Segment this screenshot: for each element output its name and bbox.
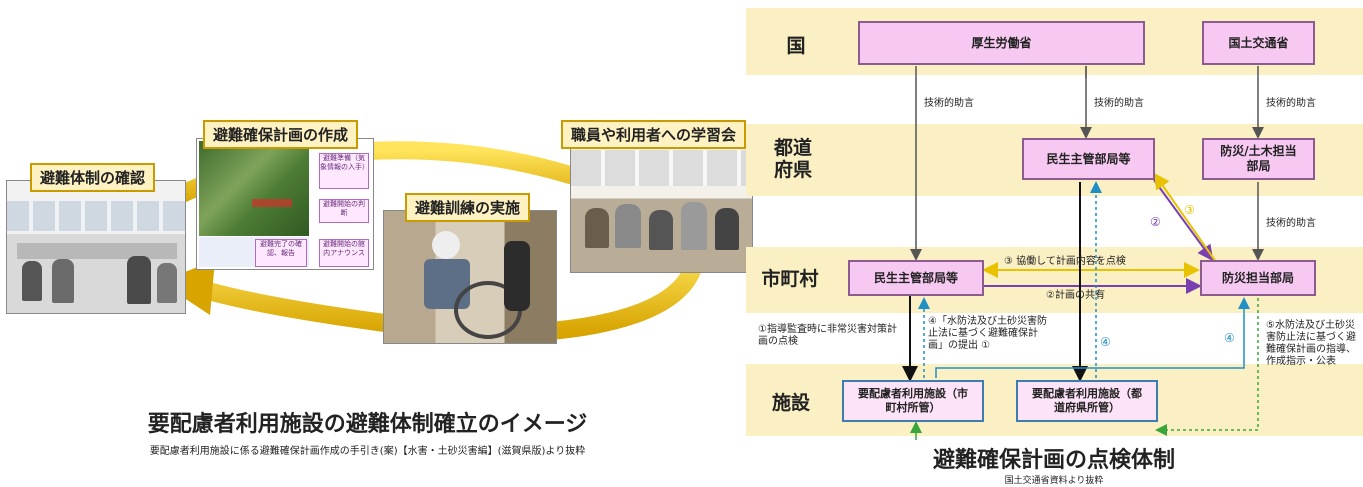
left-diagram: 避難体制の確認 避難準備（気象情報の入手） 避難開始の判断 避難完了の確認、報告… xyxy=(6,120,753,457)
box-pref-disaster-text: 防災/土木担当部局 xyxy=(1220,144,1297,173)
box-muni-welfare: 民生主管部局等 xyxy=(848,260,984,296)
note-circle-3: ③ xyxy=(1184,203,1195,217)
label-study: 職員や利用者への学習会 xyxy=(561,120,747,149)
label-plan: 避難確保計画の作成 xyxy=(203,120,359,149)
right-caption-source: 国土交通省資料より抜粋 xyxy=(1004,476,1104,486)
plan-box-prep: 避難準備（気象情報の入手） xyxy=(319,153,369,189)
box-mhlw: 厚生労働省 xyxy=(858,21,1145,65)
plan-box-judge: 避難開始の判断 xyxy=(319,199,369,223)
note-4: ④「水防法及び土砂災害防止法に基づく避難確保計画」の提出 ① xyxy=(928,316,1047,351)
box-facility-muni-text: 要配慮者利用施設（市町村所管） xyxy=(858,387,968,414)
right-diagram: 国 都道府県 市町村 施設 xyxy=(746,0,1363,440)
box-pref-disaster: 防災/土木担当部局 xyxy=(1202,138,1315,180)
note-circle-4a: ④ xyxy=(1100,335,1111,349)
note-advice-4: 技術的助言 xyxy=(1266,218,1316,229)
tier-facility: 施設 xyxy=(771,392,810,414)
tier-prefecture: 都道府県 xyxy=(768,137,818,181)
tier-prefecture-text: 都道府県 xyxy=(773,137,812,181)
box-facility-pref: 要配慮者利用施設（都道府県所管） xyxy=(1016,380,1158,422)
photo-plan-map: 避難準備（気象情報の入手） 避難開始の判断 避難完了の確認、報告 避難開始の館内… xyxy=(196,138,374,270)
box-muni-disaster: 防災担当部局 xyxy=(1200,260,1316,296)
plan-box-done: 避難完了の確認、報告 xyxy=(255,239,307,267)
photo-study xyxy=(570,137,753,273)
left-caption-source: 要配慮者利用施設に係る避難確保計画作成の手引き(案)【水害・土砂災害編】(滋賀県… xyxy=(149,446,586,457)
right-caption-title: 避難確保計画の点検体制 xyxy=(932,448,1175,473)
photo-training xyxy=(383,210,557,344)
note-advice-1: 技術的助言 xyxy=(924,98,974,109)
plan-box-announce: 避難開始の館内アナウンス xyxy=(319,239,369,267)
tier-national: 国 xyxy=(786,35,806,57)
box-facility-pref-text: 要配慮者利用施設（都道府県所管） xyxy=(1032,387,1142,414)
left-caption-title: 要配慮者利用施設の避難体制確立のイメージ xyxy=(147,412,588,437)
label-confirm: 避難体制の確認 xyxy=(30,163,156,192)
box-facility-muni: 要配慮者利用施設（市町村所管） xyxy=(842,380,984,422)
note-advice-2: 技術的助言 xyxy=(1094,98,1144,109)
box-pref-welfare: 民生主管部局等 xyxy=(1022,138,1155,180)
box-mlit: 国土交通省 xyxy=(1202,21,1315,65)
note-coop: ③ 協働して計画内容を点検 xyxy=(1004,256,1126,267)
note-circle-2: ② xyxy=(1150,215,1161,229)
label-training: 避難訓練の実施 xyxy=(405,193,531,222)
tier-municipal: 市町村 xyxy=(761,268,819,290)
connectors xyxy=(902,66,1264,440)
note-5: ⑤水防法及び土砂災害防止法に基づく避難確保計画の指導、作成指示・公表 xyxy=(1266,320,1356,367)
note-share: ②計画の共有 xyxy=(1046,290,1105,301)
photo-meeting xyxy=(6,180,186,314)
note-advice-3: 技術的助言 xyxy=(1266,98,1316,109)
note-1: ①指導監査時に非常災害対策計画の点検 xyxy=(758,324,897,347)
note-circle-4b: ④ xyxy=(1224,331,1235,345)
